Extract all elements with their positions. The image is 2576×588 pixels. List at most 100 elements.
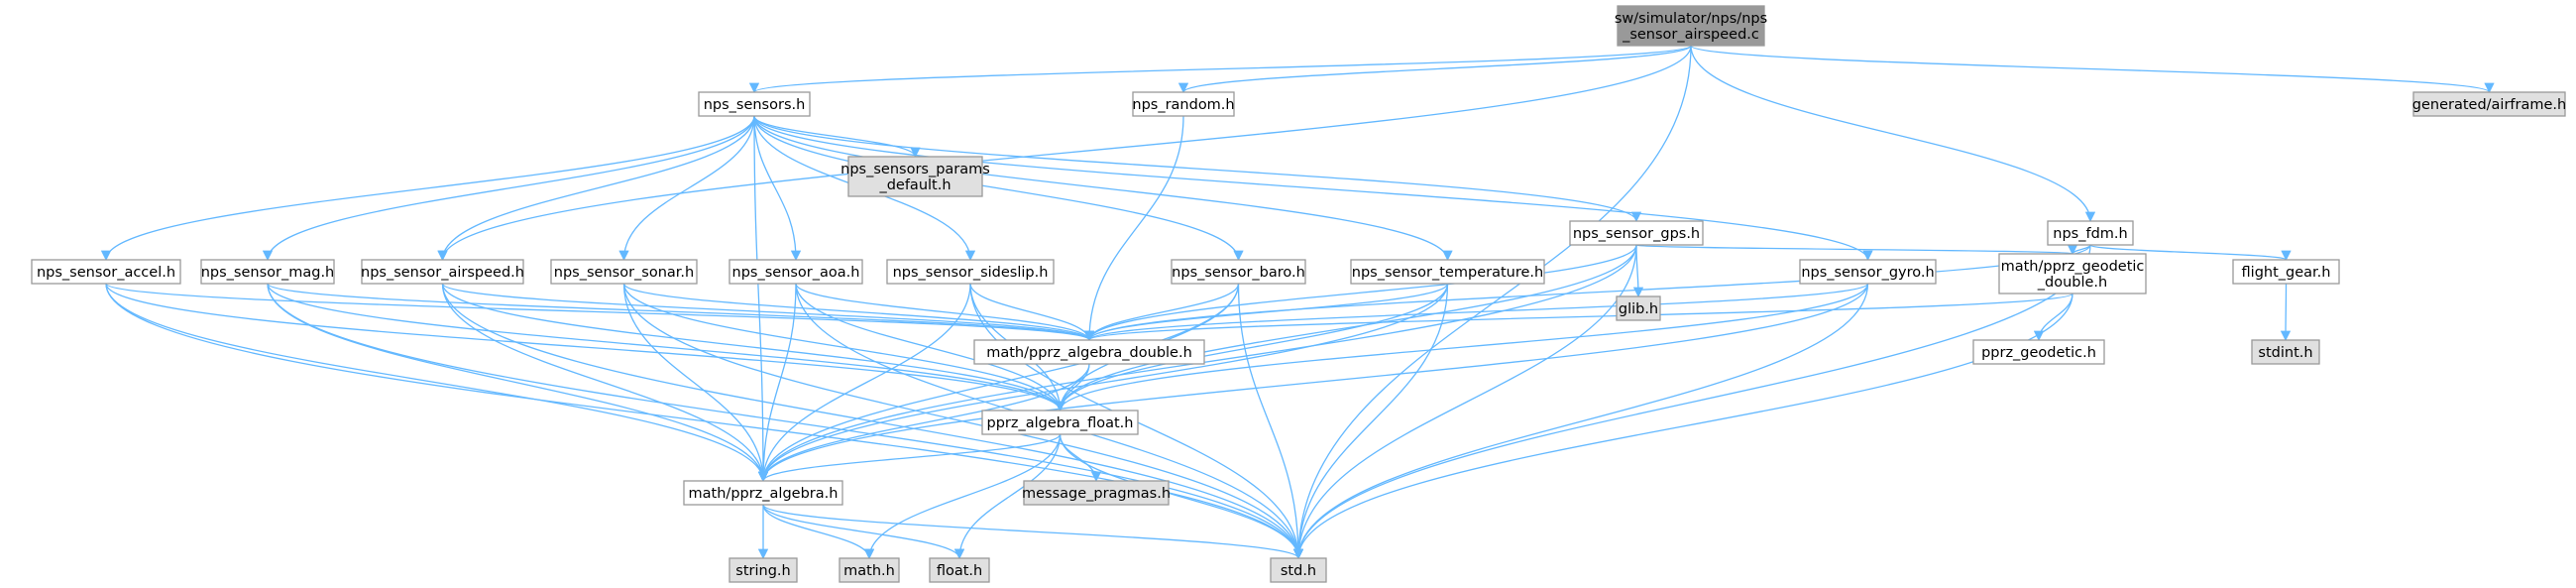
node-label: nps_fdm.h <box>2053 226 2127 242</box>
include-edge-pprz-algebra-float-h-to-std-h <box>1059 433 1304 560</box>
node-box <box>1270 557 1327 583</box>
include-edge-nps-sensors-h-to-nps-sensor-airspeed-h <box>437 115 755 262</box>
include-edge-nps-sensor-gps-h-to-math-pprz-algebra-double-h <box>1083 244 1637 342</box>
include-edge-root-to-std-h <box>1292 45 1692 560</box>
node-float-h[interactable]: float.h <box>929 557 990 583</box>
node-label: nps_random.h <box>1132 97 1234 113</box>
include-edge-nps-sensors-h-to-nps-sensor-gps-h <box>753 115 1642 223</box>
node-nps-random-h[interactable]: nps_random.h <box>1132 91 1235 117</box>
node-box <box>1569 220 1704 246</box>
node-box <box>698 91 811 117</box>
include-edge-nps-sensor-accel-h-to-math-pprz-algebra-double-h <box>105 283 1094 342</box>
include-edge-nps-sensor-gps-h-to-math-pprz-geodetic-double-h <box>1635 244 2077 256</box>
node-generated-airframe-h[interactable]: generated/airframe.h <box>2412 91 2566 117</box>
node-box <box>1617 5 1765 47</box>
node-box <box>2047 220 2134 246</box>
node-math-pprz-geodetic-double-h[interactable]: math/pprz_geodetic_double.h <box>1998 253 2147 294</box>
node-box <box>31 259 181 285</box>
node-box <box>728 259 863 285</box>
node-box <box>1616 295 1661 321</box>
include-edge-nps-sensor-temperature-h-to-pprz-algebra-float-h <box>1055 283 1449 412</box>
node-math-pprz-algebra-h[interactable]: math/pprz_algebra.h <box>683 480 843 506</box>
include-edge-nps-sensors-h-to-nps-sensors-params-default-h <box>753 115 921 159</box>
node-nps-sensor-mag-h[interactable]: nps_sensor_mag.h <box>200 259 335 285</box>
node-std-h[interactable]: std.h <box>1270 557 1327 583</box>
node-label: nps_sensor_gps.h <box>1573 226 1700 242</box>
include-edge-nps-fdm-h-to-math-pprz-geodetic-double-h <box>2067 244 2091 256</box>
node-label: math/pprz_geodetic <box>2001 259 2145 275</box>
include-edge-nps-sensor-gyro-h-to-math-pprz-algebra-h <box>757 283 1869 483</box>
node-label: nps_sensor_mag.h <box>201 265 335 281</box>
node-box <box>973 339 1205 365</box>
include-edge-root-to-nps-random-h <box>1178 45 1692 94</box>
include-edge-nps-sensor-airspeed-h-to-pprz-algebra-float-h <box>441 283 1065 412</box>
node-math-h[interactable]: math.h <box>839 557 900 583</box>
node-nps-sensor-sideslip-h[interactable]: nps_sensor_sideslip.h <box>886 259 1055 285</box>
node-box <box>1998 253 2147 294</box>
node-box <box>1972 339 2105 365</box>
node-message-pragmas-h[interactable]: message_pragmas.h <box>1022 480 1171 506</box>
node-glib-h[interactable]: glib.h <box>1616 295 1661 321</box>
include-edge-nps-sensor-mag-h-to-pprz-algebra-float-h <box>267 283 1065 412</box>
node-root: sw/simulator/nps/nps_sensor_airspeed.c <box>1615 5 1767 47</box>
include-edge-nps-sensor-accel-h-to-pprz-algebra-float-h <box>105 283 1065 412</box>
node-nps-sensors-params-default-h[interactable]: nps_sensors_params_default.h <box>840 156 990 197</box>
include-edge-nps-sensor-baro-h-to-math-pprz-algebra-double-h <box>1083 283 1240 342</box>
node-box <box>1799 259 1937 285</box>
node-box <box>2251 339 2320 365</box>
node-box <box>200 259 335 285</box>
node-label: nps_sensor_accel.h <box>37 265 175 281</box>
include-edge-nps-sensor-sonar-h-to-math-pprz-algebra-h <box>622 283 769 483</box>
node-nps-sensor-gyro-h[interactable]: nps_sensor_gyro.h <box>1799 259 1937 285</box>
include-edge-nps-sensor-gps-h-to-glib-h <box>1632 244 1644 298</box>
node-label: nps_sensor_sonar.h <box>554 265 694 281</box>
include-edge-nps-sensor-gps-h-to-pprz-algebra-float-h <box>1055 244 1637 412</box>
node-pprz-geodetic-h[interactable]: pprz_geodetic.h <box>1972 339 2105 365</box>
node-nps-sensors-h[interactable]: nps_sensors.h <box>698 91 811 117</box>
node-nps-sensor-accel-h[interactable]: nps_sensor_accel.h <box>31 259 181 285</box>
node-nps-sensor-temperature-h[interactable]: nps_sensor_temperature.h <box>1350 259 1545 285</box>
node-label: float.h <box>937 563 982 579</box>
include-edge-nps-sensor-mag-h-to-math-pprz-algebra-h <box>267 283 769 483</box>
include-edge-nps-sensor-airspeed-h-to-math-pprz-algebra-h <box>441 283 769 483</box>
node-box <box>550 259 698 285</box>
node-pprz-algebra-float-h[interactable]: pprz_algebra_float.h <box>981 410 1139 435</box>
node-flight-gear-h[interactable]: flight_gear.h <box>2232 259 2340 285</box>
node-nps-sensor-gps-h[interactable]: nps_sensor_gps.h <box>1569 220 1704 246</box>
include-edge-math-pprz-algebra-h-to-std-h <box>762 504 1303 560</box>
include-edge-math-pprz-algebra-h-to-float-h <box>762 504 965 560</box>
node-nps-fdm-h[interactable]: nps_fdm.h <box>2047 220 2134 246</box>
node-math-pprz-algebra-double-h[interactable]: math/pprz_algebra_double.h <box>973 339 1205 365</box>
include-edge-pprz-algebra-float-h-to-math-pprz-algebra-h <box>757 433 1062 483</box>
node-label: nps_sensor_temperature.h <box>1352 265 1543 281</box>
node-label: generated/airframe.h <box>2412 97 2566 113</box>
node-box <box>1350 259 1545 285</box>
node-label: nps_sensor_sideslip.h <box>893 265 1049 281</box>
node-string-h[interactable]: string.h <box>728 557 798 583</box>
include-edge-nps-sensors-h-to-math-pprz-algebra-h <box>753 115 769 483</box>
node-nps-sensor-airspeed-h[interactable]: nps_sensor_airspeed.h <box>361 259 524 285</box>
include-edge-nps-sensor-temperature-h-to-math-pprz-algebra-h <box>757 283 1449 483</box>
node-box <box>1171 259 1306 285</box>
node-label: stdint.h <box>2258 345 2312 361</box>
node-label: nps_sensors.h <box>704 97 806 113</box>
include-edge-nps-sensor-aoa-h-to-math-pprz-algebra-double-h <box>795 283 1095 342</box>
node-nps-sensor-aoa-h[interactable]: nps_sensor_aoa.h <box>728 259 863 285</box>
node-nps-sensor-baro-h[interactable]: nps_sensor_baro.h <box>1171 259 1306 285</box>
include-edge-root-to-nps-sensors-h <box>749 45 1692 94</box>
node-label: nps_sensor_gyro.h <box>1801 265 1934 281</box>
node-label: pprz_geodetic.h <box>1981 345 2096 361</box>
node-label: nps_sensors_params <box>840 162 990 177</box>
node-box <box>1132 91 1235 117</box>
node-label: nps_sensor_aoa.h <box>732 265 860 281</box>
include-edge-nps-sensors-h-to-nps-sensor-baro-h <box>753 115 1244 262</box>
include-edge-pprz-algebra-float-h-to-float-h <box>953 433 1062 560</box>
node-nps-sensor-sonar-h[interactable]: nps_sensor_sonar.h <box>550 259 698 285</box>
node-stdint-h[interactable]: stdint.h <box>2251 339 2320 365</box>
include-edge-nps-sensor-gps-h-to-std-h <box>1292 244 1637 560</box>
include-edge-nps-sensor-gyro-h-to-std-h <box>1292 283 1869 560</box>
node-box <box>929 557 990 583</box>
include-edge-math-pprz-algebra-double-h-to-math-pprz-algebra-h <box>757 363 1090 483</box>
include-edge-nps-sensors-h-to-nps-sensor-temperature-h <box>753 115 1453 262</box>
